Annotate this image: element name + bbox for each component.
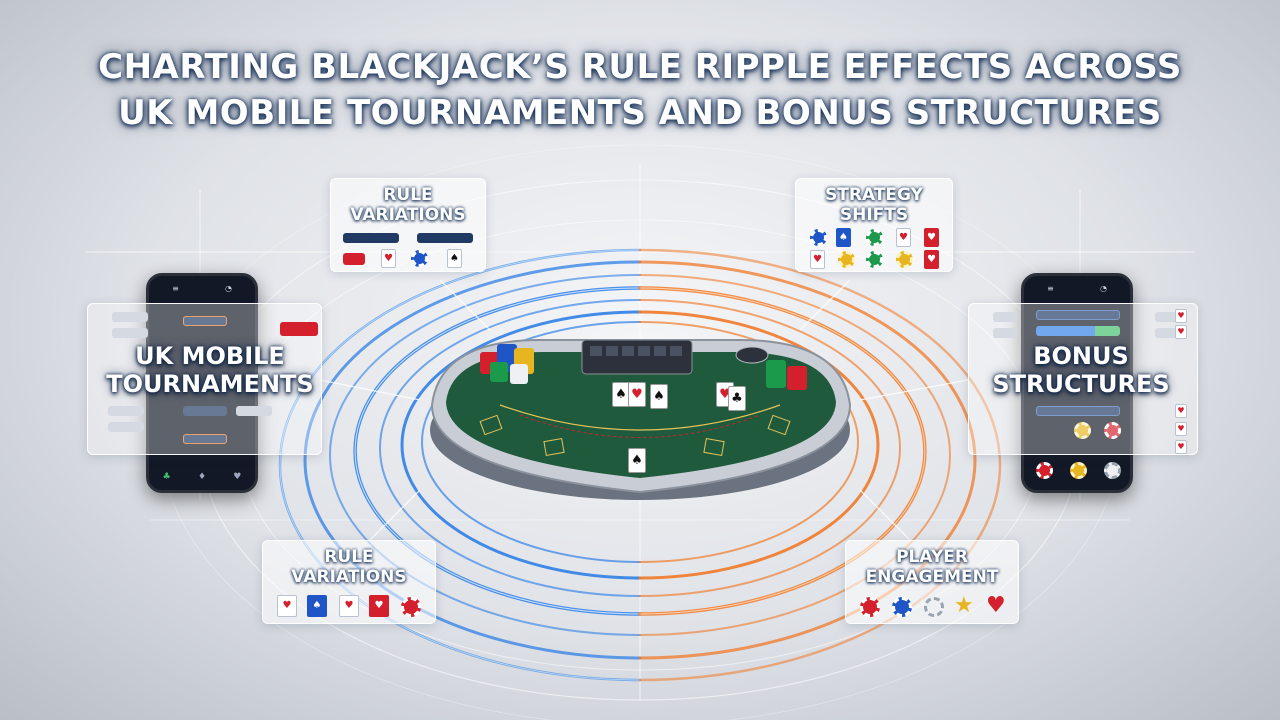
tournament-phone: ≡ ◔ ♣ ♦ ♥ bbox=[146, 273, 258, 493]
reward-slot bbox=[1155, 328, 1179, 338]
rule-variations-bottom-title: RULE VARIATIONS bbox=[291, 547, 407, 587]
bonus-progress-bar bbox=[1036, 326, 1120, 336]
table-card-2: ♥ bbox=[628, 382, 646, 407]
card-heart-icon: ♥ bbox=[1175, 325, 1187, 339]
player-engagement-title: PLAYER ENGAGEMENT bbox=[865, 547, 999, 587]
player-slot bbox=[236, 406, 272, 416]
reward-slot bbox=[1155, 312, 1179, 322]
bracket-slot bbox=[183, 316, 227, 326]
club-icon[interactable]: ♣ bbox=[162, 472, 171, 482]
chip-white-icon bbox=[1104, 462, 1121, 479]
rule-bar-1 bbox=[343, 233, 399, 243]
card-heart-icon: ♥ bbox=[277, 595, 297, 617]
player-slot bbox=[993, 312, 1017, 322]
card-heart-icon: ♥ bbox=[1175, 440, 1187, 454]
chip-gold-icon bbox=[1074, 422, 1091, 439]
chip-blue-icon bbox=[892, 597, 912, 617]
bell-icon: ◔ bbox=[1099, 284, 1107, 293]
uk-mobile-tournaments-label: UK MOBILE TOURNAMENTS bbox=[106, 342, 314, 398]
card-heart-icon: ♥ bbox=[1175, 422, 1187, 436]
card-spade-icon: ♠ bbox=[307, 595, 327, 617]
phone-status-bar: ≡ ◔ bbox=[1024, 284, 1130, 293]
diamond-icon[interactable]: ♦ bbox=[197, 472, 207, 482]
player-slot bbox=[112, 312, 148, 322]
heart-icon: ♥ bbox=[924, 228, 939, 247]
card-heart-icon: ♥ bbox=[810, 250, 825, 269]
card-heart-icon: ♥ bbox=[339, 595, 359, 617]
title-line-2: UK MOBILE TOURNAMENTS AND BONUS STRUCTUR… bbox=[118, 93, 1162, 133]
bonus-structures-panel: ♥ ♥ ♥ ♥ ♥ bbox=[968, 303, 1198, 455]
heart-nav-icon[interactable]: ♥ bbox=[233, 472, 242, 482]
strategy-shifts-panel: STRATEGY SHIFTS ♠ ♥ ♥ ♥ ♥ bbox=[795, 178, 953, 272]
bonus-progress-bar bbox=[1036, 406, 1120, 416]
card-heart-icon: ♥ bbox=[381, 249, 396, 268]
chip-blue-icon bbox=[411, 250, 428, 267]
rule-bar-2 bbox=[417, 233, 473, 243]
chip-red-icon bbox=[860, 597, 880, 617]
chip-red-icon bbox=[401, 597, 421, 617]
heart-icon: ♥ bbox=[924, 250, 939, 269]
player-slot bbox=[108, 406, 144, 416]
chip-gold-icon bbox=[896, 251, 913, 268]
strategy-shifts-title: STRATEGY SHIFTS bbox=[825, 185, 923, 225]
chip-gold-icon bbox=[1070, 462, 1087, 479]
chip-red-icon bbox=[1036, 462, 1053, 479]
score-slot-red bbox=[280, 322, 318, 336]
card-heart-icon: ♥ bbox=[1175, 309, 1187, 323]
chip-blue-icon bbox=[810, 229, 827, 246]
heart-icon: ♥ bbox=[369, 595, 389, 617]
card-heart-icon: ♥ bbox=[896, 228, 911, 247]
heart-icon: ♥ bbox=[986, 593, 1006, 618]
rule-variations-bottom-panel: RULE VARIATIONS ♥ ♠ ♥ ♥ bbox=[262, 540, 436, 624]
chip-green-icon bbox=[866, 251, 883, 268]
chip-gold-icon bbox=[838, 251, 855, 268]
bonus-phone: ≡ ◔ bbox=[1021, 273, 1133, 493]
table-card-6: ♠ bbox=[628, 448, 646, 473]
grid-lines bbox=[85, 165, 1195, 700]
rule-tag-red bbox=[343, 253, 365, 265]
card-spade-icon: ♠ bbox=[836, 228, 851, 247]
table-card-5: ♣ bbox=[728, 386, 746, 411]
star-icon: ★ bbox=[954, 593, 974, 618]
tournament-bracket-panel bbox=[87, 303, 322, 455]
player-engagement-panel: PLAYER ENGAGEMENT ★ ♥ bbox=[845, 540, 1019, 624]
table-card-3: ♠ bbox=[650, 384, 668, 409]
blue-ripple bbox=[278, 248, 642, 682]
menu-icon: ≡ bbox=[1047, 284, 1054, 293]
chip-white-icon bbox=[924, 597, 944, 617]
card-heart-icon: ♥ bbox=[1175, 404, 1187, 418]
card-spade-icon: ♠ bbox=[447, 249, 462, 268]
bonus-progress-bar bbox=[1036, 310, 1120, 320]
connector-lines bbox=[319, 279, 969, 541]
chip-red-icon bbox=[1104, 422, 1121, 439]
bonus-structures-label: BONUS STRUCTURES bbox=[992, 342, 1170, 398]
rule-variations-top-panel: RULE VARIATIONS ♥ ♠ bbox=[330, 178, 486, 272]
rule-variations-top-title: RULE VARIATIONS bbox=[350, 185, 466, 225]
bell-icon: ◔ bbox=[224, 284, 232, 293]
title-line-1: CHARTING BLACKJACK’S RULE RIPPLE EFFECTS… bbox=[98, 47, 1182, 87]
bracket-slot bbox=[183, 406, 227, 416]
player-slot bbox=[108, 422, 144, 432]
page-title: CHARTING BLACKJACK’S RULE RIPPLE EFFECTS… bbox=[0, 44, 1280, 136]
blackjack-table bbox=[430, 339, 852, 500]
phone-status-bar: ≡ ◔ bbox=[149, 284, 255, 293]
chip-green-icon bbox=[866, 229, 883, 246]
menu-icon: ≡ bbox=[172, 284, 179, 293]
player-slot bbox=[112, 328, 148, 338]
phone-nav-bar: ♣ ♦ ♥ bbox=[149, 472, 255, 482]
bracket-slot bbox=[183, 434, 227, 444]
player-slot bbox=[993, 328, 1017, 338]
